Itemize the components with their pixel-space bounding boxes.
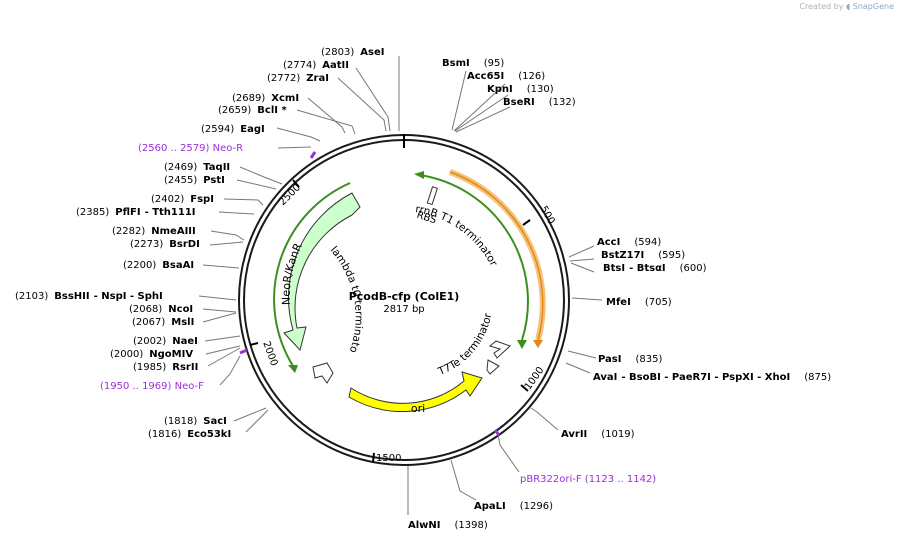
svg-text:BseRI(132): BseRI(132) xyxy=(503,97,576,108)
leader-lines xyxy=(198,56,603,515)
snapgene-credit: Created by ◖ SnapGene xyxy=(799,2,894,11)
svg-text:AccI(594): AccI(594) xyxy=(597,237,661,248)
svg-text:MfeI(705): MfeI(705) xyxy=(606,297,672,308)
svg-text:(2068)NcoI: (2068)NcoI xyxy=(129,304,193,315)
site-BtsI[interactable]: BtsI- BtsαI(600) xyxy=(603,263,707,274)
svg-text:(2659)BclI *: (2659)BclI * xyxy=(218,105,287,116)
svg-text:KpnI(130): KpnI(130) xyxy=(487,84,554,95)
site-Eco53kI[interactable]: (1816)Eco53kI xyxy=(148,429,231,440)
tick-label-2000: 2000 xyxy=(260,340,279,368)
svg-text:(2803)AseI: (2803)AseI xyxy=(321,47,384,58)
credit-text: Created by xyxy=(799,2,844,11)
site-BsmI[interactable]: BsmI(95) xyxy=(442,58,504,69)
neor-feature[interactable]: NeoR/KanR xyxy=(273,182,361,373)
svg-text:(1985)RsrII: (1985)RsrII xyxy=(133,362,198,373)
plasmid-name: PcodB-cfp (ColE1) xyxy=(349,290,460,303)
site-NmeAIII[interactable]: (2282)NmeAIII xyxy=(112,226,196,237)
site-Acc65I[interactable]: Acc65I(126) xyxy=(467,71,545,82)
site-BsaAI[interactable]: (2200)BsaAI xyxy=(123,260,194,271)
site-FspI[interactable]: (2402)FspI xyxy=(151,194,214,205)
svg-text:(2200)BsaAI: (2200)BsaAI xyxy=(123,260,194,271)
svg-text:BsmI(95): BsmI(95) xyxy=(442,58,504,69)
site-BseRI[interactable]: BseRI(132) xyxy=(503,97,576,108)
site-ZraI[interactable]: (2772)ZraI xyxy=(267,73,329,84)
svg-text:PasI(835): PasI(835) xyxy=(598,354,662,365)
svg-text:Acc65I(126): Acc65I(126) xyxy=(467,71,545,82)
svg-text:(2455)PstI: (2455)PstI xyxy=(164,175,225,186)
site-NcoI[interactable]: (2068)NcoI xyxy=(129,304,193,315)
site-MslI[interactable]: (2067)MslI xyxy=(132,317,194,328)
rrnb-label: rrnB T1 terminator xyxy=(414,203,499,269)
backbone xyxy=(238,134,570,466)
site-AlwNI[interactable]: AlwNI(1398) xyxy=(408,520,488,531)
tick-label-1500: 1500 xyxy=(376,453,401,464)
site-ApaLI[interactable]: ApaLI(1296) xyxy=(474,501,553,512)
site-AatII[interactable]: (2774)AatII xyxy=(283,60,349,71)
t7te-terminator-feature[interactable]: T7Te terminator xyxy=(436,311,511,378)
svg-text:(2774)AatII: (2774)AatII xyxy=(283,60,349,71)
site-MfeI[interactable]: MfeI(705) xyxy=(606,297,672,308)
svg-text:(1816)Eco53kI: (1816)Eco53kI xyxy=(148,429,231,440)
site-AvaI[interactable]: AvaI- BsoBI - PaeR7I - PspXI - XhoI(875) xyxy=(593,372,831,383)
site-NaeI[interactable]: (2002)NaeI xyxy=(133,336,198,347)
svg-text:AlwNI(1398): AlwNI(1398) xyxy=(408,520,488,531)
plasmid-size: 2817 bp xyxy=(383,304,424,315)
site-AseI[interactable]: (2803)AseI xyxy=(321,47,384,58)
t7te-label: T7Te terminator xyxy=(436,311,495,378)
svg-text:(2282)NmeAIII: (2282)NmeAIII xyxy=(112,226,196,237)
primer-neo-r[interactable]: (2560 .. 2579) Neo-R xyxy=(138,143,243,154)
site-AccI[interactable]: AccI(594) xyxy=(597,237,661,248)
svg-text:(2067)MslI: (2067)MslI xyxy=(132,317,194,328)
svg-text:(2469)TaqII: (2469)TaqII xyxy=(164,162,230,173)
svg-text:AvaI- BsoBI - PaeR7I -: AvaI- BsoBI - PaeR7I - PspXI - XhoI(875) xyxy=(593,372,831,383)
svg-text:(2689)XcmI: (2689)XcmI xyxy=(232,93,299,104)
svg-text:ApaLI(1296): ApaLI(1296) xyxy=(474,501,553,512)
site-RsrII[interactable]: (1985)RsrII xyxy=(133,362,198,373)
svg-text:BstZ17I(595): BstZ17I(595) xyxy=(601,250,685,261)
credit-brand: SnapGene xyxy=(852,2,894,11)
ori-feature[interactable]: ori xyxy=(348,371,483,415)
primer-neo-f[interactable]: (1950 .. 1969) Neo-F xyxy=(100,381,204,392)
svg-text:(2402)FspI: (2402)FspI xyxy=(151,194,214,205)
site-BclI[interactable]: (2659)BclI * xyxy=(218,105,287,116)
site-BsrDI[interactable]: (2273)BsrDI xyxy=(130,239,200,250)
site-SacI[interactable]: (1818)SacI xyxy=(164,416,227,427)
site-BssHII[interactable]: (2103)BssHII- NspI - SphI xyxy=(15,291,163,302)
site-XcmI[interactable]: (2689)XcmI xyxy=(232,93,299,104)
site-AvrII[interactable]: AvrII(1019) xyxy=(561,429,635,440)
site-PflFI[interactable]: (2385)PflFI- Tth111I xyxy=(76,207,196,218)
site-NgoMIV[interactable]: (2000)NgoMIV xyxy=(110,349,193,360)
svg-text:(2273)BsrDI: (2273)BsrDI xyxy=(130,239,200,250)
svg-text:(2000)NgoMIV: (2000)NgoMIV xyxy=(110,349,193,360)
snapgene-logo-icon: ◖ xyxy=(845,2,851,11)
svg-text:AvrII(1019): AvrII(1019) xyxy=(561,429,635,440)
site-PstI[interactable]: (2455)PstI xyxy=(164,175,225,186)
svg-text:(2103)BssHII- NspI - SphI: (2103)BssHII- NspI - SphI xyxy=(15,291,163,302)
svg-text:(1818)SacI: (1818)SacI xyxy=(164,416,227,427)
svg-text:(2002)NaeI: (2002)NaeI xyxy=(133,336,198,347)
svg-text:(2594)EagI: (2594)EagI xyxy=(201,124,265,135)
primer-pbr322ori-f[interactable]: pBR322ori-F (1123 .. 1142) xyxy=(520,474,656,485)
site-EagI[interactable]: (2594)EagI xyxy=(201,124,265,135)
site-PasI[interactable]: PasI(835) xyxy=(598,354,662,365)
site-TaqII[interactable]: (2469)TaqII xyxy=(164,162,230,173)
svg-text:BtsI- BtsαI(600): BtsI- BtsαI(600) xyxy=(603,263,707,274)
svg-text:(2772)ZraI: (2772)ZraI xyxy=(267,73,329,84)
ori-label: ori xyxy=(411,402,425,415)
site-BstZ17I[interactable]: BstZ17I(595) xyxy=(601,250,685,261)
site-KpnI[interactable]: KpnI(130) xyxy=(487,84,554,95)
svg-text:(2385)PflFI- Tth111I: (2385)PflFI- Tth111I xyxy=(76,207,196,218)
